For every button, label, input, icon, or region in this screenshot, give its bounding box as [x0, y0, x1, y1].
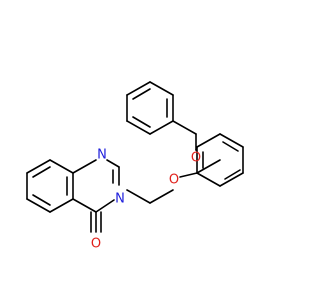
- atom-label-o: O: [191, 151, 201, 166]
- atom-label-o: O: [169, 173, 179, 188]
- bond: [149, 120, 174, 135]
- bond: [132, 88, 151, 100]
- bond: [222, 141, 239, 152]
- bond: [195, 146, 198, 151]
- bond: [196, 159, 221, 174]
- atom-label-n: N: [97, 148, 107, 163]
- bond: [49, 159, 74, 174]
- chemical-structure: N N O O O: [26, 81, 244, 252]
- bond: [196, 172, 221, 187]
- bond: [126, 81, 151, 96]
- bond: [72, 198, 97, 213]
- atom-label-n: N: [115, 192, 125, 207]
- bond: [132, 116, 151, 128]
- bond: [32, 166, 51, 178]
- bond: [172, 120, 197, 135]
- bond: [224, 169, 241, 180]
- bond: [126, 189, 151, 204]
- bond: [72, 159, 97, 174]
- bond: [32, 194, 51, 206]
- bond: [126, 120, 151, 135]
- bond: [219, 133, 244, 148]
- bond: [26, 159, 51, 174]
- bond: [106, 159, 120, 168]
- atom-label-o: O: [91, 237, 101, 252]
- bond: [149, 189, 174, 204]
- atom-labels: N N O O O: [91, 148, 201, 252]
- bond: [95, 199, 115, 213]
- bond: [179, 172, 198, 178]
- bond: [26, 198, 51, 213]
- bond: [149, 81, 174, 96]
- bonds: [26, 81, 244, 233]
- bond: [196, 133, 221, 148]
- bond: [49, 198, 74, 213]
- bond: [219, 172, 244, 187]
